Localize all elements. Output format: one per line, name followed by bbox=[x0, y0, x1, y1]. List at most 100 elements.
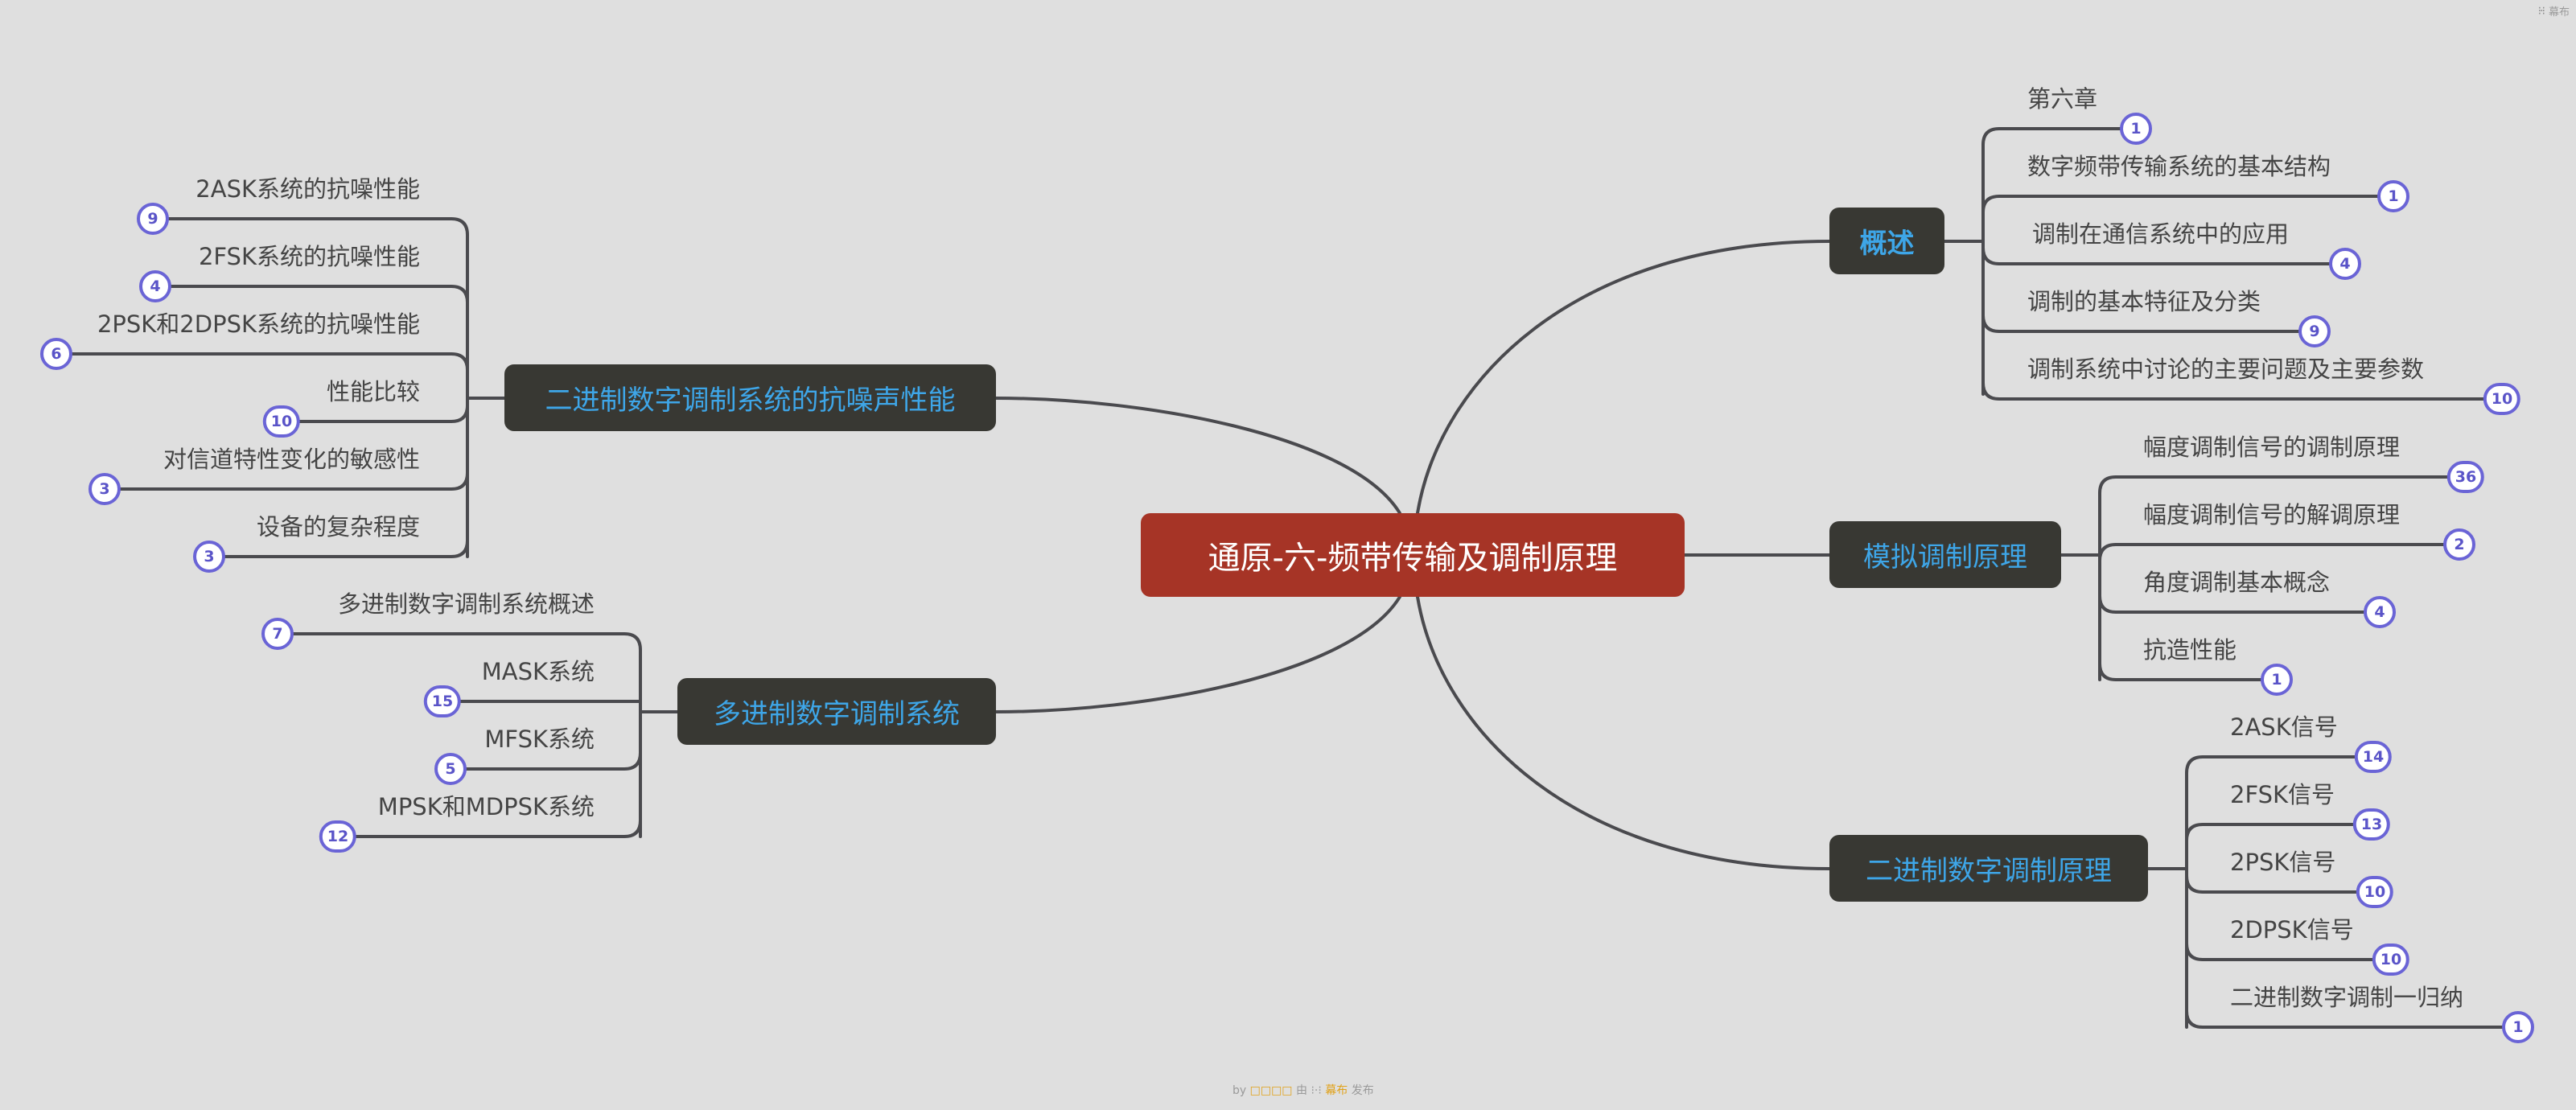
branch-node-overview[interactable]: 概述 bbox=[1829, 208, 1944, 274]
leaf-node[interactable]: 调制在通信系统中的应用 bbox=[2032, 220, 2289, 248]
leaf-node[interactable]: 角度调制基本概念 bbox=[2143, 569, 2330, 596]
badge-count: 10 bbox=[2491, 390, 2513, 408]
badge-count: 10 bbox=[2380, 951, 2402, 968]
note-count-badge[interactable]: 14 bbox=[2354, 741, 2393, 773]
badge-count: 9 bbox=[147, 210, 158, 228]
badge-count: 10 bbox=[270, 413, 293, 430]
note-count-badge[interactable]: 1 bbox=[2377, 180, 2409, 212]
badge-count: 1 bbox=[2271, 671, 2282, 689]
leaf-node[interactable]: 2FSK系统的抗噪性能 bbox=[199, 243, 420, 270]
leaf-node[interactable]: MASK系统 bbox=[482, 658, 595, 685]
leaf-label: 2FSK信号 bbox=[2230, 781, 2335, 808]
leaf-node[interactable]: 2ASK信号 bbox=[2230, 713, 2338, 741]
badge-count: 7 bbox=[272, 625, 283, 643]
leaf-node[interactable]: 二进制数字调制一归纳 bbox=[2230, 984, 2463, 1011]
leaf-label: 幅度调制信号的调制原理 bbox=[2143, 434, 2401, 461]
corner-brand-label: 幕布 bbox=[2548, 6, 2570, 18]
note-count-badge[interactable]: 4 bbox=[2329, 248, 2361, 280]
leaf-label: 调制的基本特征及分类 bbox=[2027, 288, 2261, 315]
badge-count: 5 bbox=[445, 760, 456, 778]
leaf-label: 2FSK系统的抗噪性能 bbox=[198, 243, 420, 270]
branch-label: 二进制数字调制原理 bbox=[1866, 855, 2112, 887]
leaf-label: 调制在通信系统中的应用 bbox=[2032, 220, 2290, 248]
badge-count: 6 bbox=[51, 345, 62, 363]
leaf-node[interactable]: 多进制数字调制系统概述 bbox=[338, 590, 595, 618]
note-count-badge[interactable]: 7 bbox=[261, 618, 294, 650]
note-count-badge[interactable]: 2 bbox=[2443, 528, 2475, 561]
note-count-badge[interactable]: 12 bbox=[319, 820, 357, 853]
badge-count: 14 bbox=[2362, 748, 2385, 766]
note-count-badge[interactable]: 9 bbox=[2298, 315, 2331, 347]
leaf-label: 二进制数字调制一归纳 bbox=[2230, 984, 2464, 1011]
footer-attribution: by □□□□ 由 ⁝·⁝ 幕布 发布 bbox=[1232, 1082, 1374, 1098]
leaf-node[interactable]: 对信道特性变化的敏感性 bbox=[163, 446, 420, 473]
note-count-badge[interactable]: 1 bbox=[2261, 664, 2293, 696]
branch-node-noise-performance[interactable]: 二进制数字调制系统的抗噪声性能 bbox=[504, 364, 996, 431]
note-count-badge[interactable]: 6 bbox=[40, 338, 72, 370]
leaf-node[interactable]: 2ASK系统的抗噪性能 bbox=[195, 175, 420, 203]
note-count-badge[interactable]: 10 bbox=[262, 405, 301, 438]
branch-label: 二进制数字调制系统的抗噪声性能 bbox=[545, 384, 956, 417]
leaf-node[interactable]: 数字频带传输系统的基本结构 bbox=[2027, 153, 2331, 180]
mubu-logo-icon: ⁝·⁝ bbox=[1311, 1084, 1322, 1097]
leaf-label: 性能比较 bbox=[326, 378, 420, 405]
note-count-badge[interactable]: 5 bbox=[434, 753, 467, 785]
note-count-badge[interactable]: 10 bbox=[2356, 876, 2394, 908]
leaf-label: 2PSK信号 bbox=[2230, 849, 2336, 876]
note-count-badge[interactable]: 9 bbox=[137, 203, 169, 235]
badge-count: 4 bbox=[2339, 255, 2351, 273]
note-count-badge[interactable]: 3 bbox=[88, 473, 121, 505]
footer-via: 由 bbox=[1296, 1084, 1307, 1097]
leaf-node[interactable]: 调制系统中讨论的主要问题及主要参数 bbox=[2027, 356, 2424, 383]
leaf-node[interactable]: 幅度调制信号的解调原理 bbox=[2143, 501, 2400, 528]
branch-label: 模拟调制原理 bbox=[1863, 541, 2027, 574]
note-count-badge[interactable]: 3 bbox=[193, 541, 225, 573]
footer-brand-link[interactable]: 幕布 bbox=[1325, 1084, 1348, 1097]
corner-brand-button[interactable]: ⁝·⁝ 幕布 bbox=[2538, 3, 2570, 19]
leaf-label: 抗造性能 bbox=[2143, 636, 2237, 664]
note-count-badge[interactable]: 4 bbox=[2364, 596, 2396, 628]
leaf-label: 调制系统中讨论的主要问题及主要参数 bbox=[2027, 356, 2425, 383]
badge-count: 1 bbox=[2130, 120, 2142, 138]
leaf-node[interactable]: MFSK系统 bbox=[484, 726, 595, 753]
leaf-node[interactable]: 设备的复杂程度 bbox=[257, 513, 420, 541]
leaf-node[interactable]: 幅度调制信号的调制原理 bbox=[2143, 434, 2400, 461]
badge-count: 9 bbox=[2309, 323, 2320, 340]
branch-label: 概述 bbox=[1859, 228, 1915, 260]
note-count-badge[interactable]: 15 bbox=[423, 685, 462, 717]
leaf-node[interactable]: 性能比较 bbox=[327, 378, 420, 405]
leaf-node[interactable]: 2PSK和2DPSK系统的抗噪性能 bbox=[97, 310, 420, 338]
leaf-node[interactable]: 抗造性能 bbox=[2143, 636, 2237, 664]
note-count-badge[interactable]: 4 bbox=[139, 270, 171, 302]
leaf-label: 2DPSK信号 bbox=[2230, 916, 2354, 944]
leaf-label: MFSK系统 bbox=[484, 726, 595, 753]
leaf-label: 2PSK和2DPSK系统的抗噪性能 bbox=[97, 310, 420, 338]
badge-count: 10 bbox=[2364, 883, 2386, 901]
branch-node-binary[interactable]: 二进制数字调制原理 bbox=[1829, 835, 2148, 902]
leaf-node[interactable]: MPSK和MDPSK系统 bbox=[378, 793, 595, 820]
note-count-badge[interactable]: 1 bbox=[2502, 1011, 2534, 1043]
footer-author-link[interactable]: □□□□ bbox=[1249, 1084, 1293, 1097]
note-count-badge[interactable]: 36 bbox=[2446, 461, 2485, 493]
leaf-node[interactable]: 第六章 bbox=[2027, 85, 2097, 113]
leaf-node[interactable]: 2FSK信号 bbox=[2230, 781, 2335, 808]
badge-count: 1 bbox=[2388, 187, 2399, 205]
branch-node-analog[interactable]: 模拟调制原理 bbox=[1829, 521, 2061, 588]
footer-published: 发布 bbox=[1351, 1084, 1374, 1097]
root-node[interactable]: 通原-六-频带传输及调制原理 bbox=[1141, 513, 1685, 597]
leaf-label: 幅度调制信号的解调原理 bbox=[2143, 501, 2401, 528]
note-count-badge[interactable]: 1 bbox=[2120, 113, 2152, 145]
leaf-node[interactable]: 2DPSK信号 bbox=[2230, 916, 2354, 944]
note-count-badge[interactable]: 13 bbox=[2352, 808, 2391, 841]
note-count-badge[interactable]: 10 bbox=[2483, 383, 2521, 415]
leaf-label: 2ASK信号 bbox=[2230, 713, 2338, 741]
leaf-label: 设备的复杂程度 bbox=[256, 513, 420, 541]
leaf-label: MPSK和MDPSK系统 bbox=[377, 793, 595, 820]
note-count-badge[interactable]: 10 bbox=[2372, 944, 2410, 976]
leaf-node[interactable]: 调制的基本特征及分类 bbox=[2027, 288, 2261, 315]
badge-count: 3 bbox=[99, 480, 110, 498]
branch-node-mary-modulation[interactable]: 多进制数字调制系统 bbox=[677, 678, 996, 745]
leaf-node[interactable]: 2PSK信号 bbox=[2230, 849, 2335, 876]
